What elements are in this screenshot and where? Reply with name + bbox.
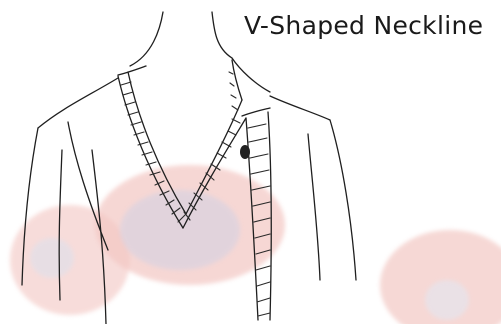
collar-left-outer bbox=[118, 66, 146, 75]
diagram-caption: V-Shaped Neckline bbox=[244, 6, 500, 46]
placket-right-line bbox=[268, 112, 271, 320]
neck-left-line bbox=[130, 12, 163, 66]
body-left-fold bbox=[59, 150, 62, 300]
neck-right-line bbox=[212, 12, 232, 58]
body-left-inner bbox=[68, 122, 108, 250]
collar-right-band-inner bbox=[186, 100, 242, 214]
shoulder-left bbox=[38, 78, 118, 128]
collar-left-band-inner bbox=[128, 72, 186, 214]
body-left-outer bbox=[22, 128, 38, 285]
collar-right-band-outer bbox=[183, 118, 246, 228]
collar-right-top bbox=[232, 60, 242, 100]
body-left-seam bbox=[92, 150, 106, 324]
shoulder-right bbox=[270, 96, 330, 120]
placket-top bbox=[242, 108, 270, 116]
body-right-inner bbox=[308, 134, 320, 280]
collar-stitching bbox=[121, 72, 240, 222]
placket-stitching bbox=[248, 124, 270, 316]
body-right-outer bbox=[330, 120, 356, 280]
button-icon bbox=[240, 145, 250, 159]
